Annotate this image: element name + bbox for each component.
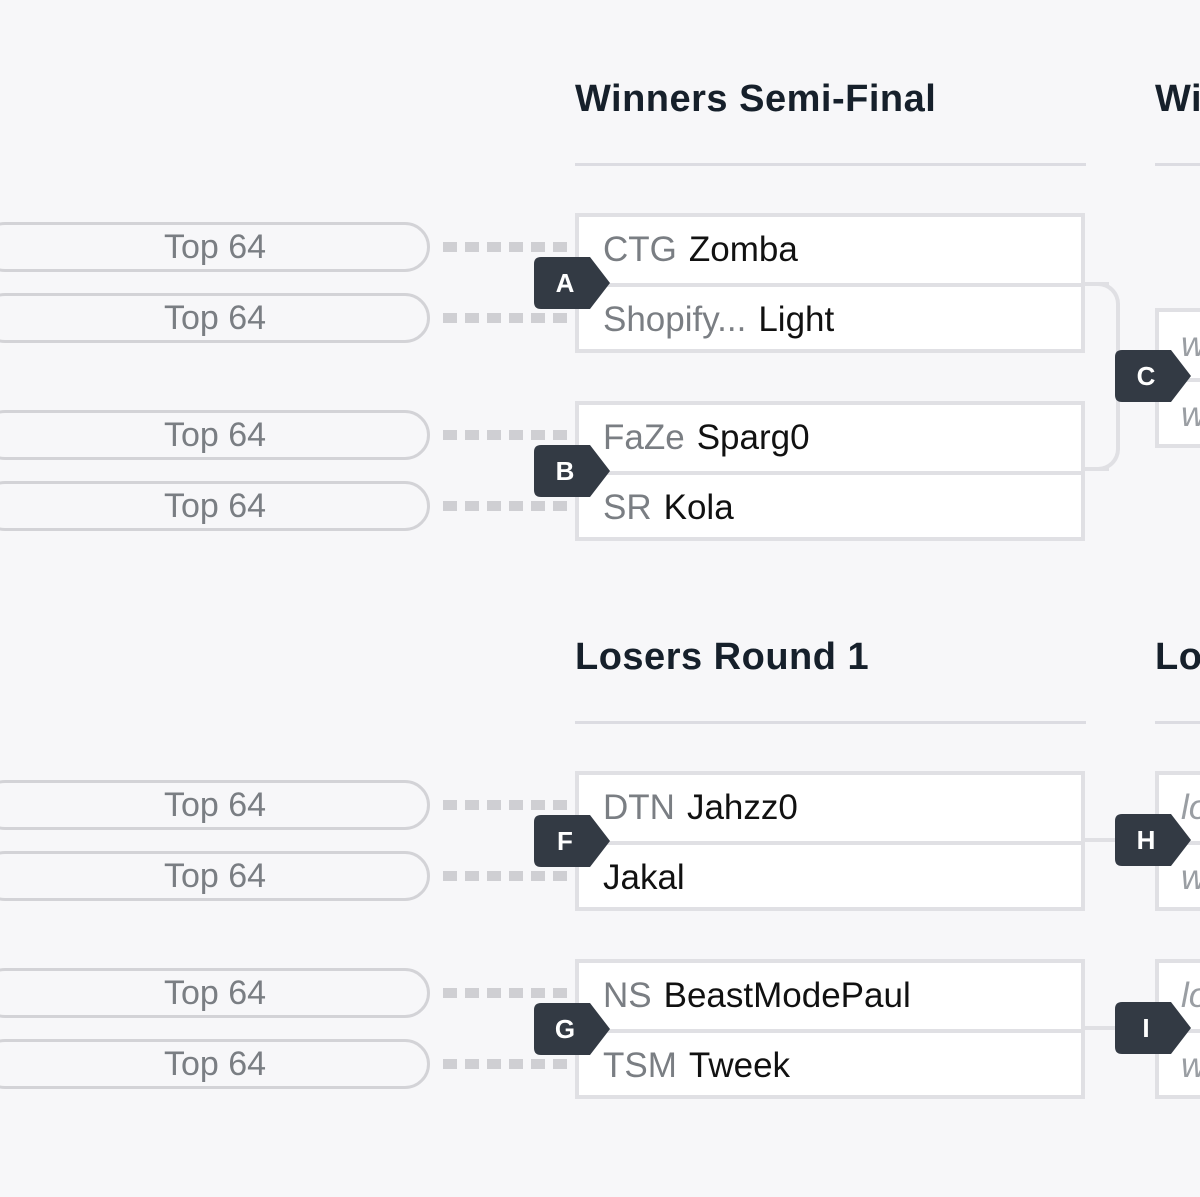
bracket-connector [1085,838,1125,842]
match-f[interactable]: DTN Jahzz0 Jakal [575,771,1085,911]
seed-pill[interactable]: Top 64 [0,293,430,343]
dashed-connector [443,313,571,323]
player-name: Sparg0 [696,418,810,457]
seed-pill[interactable]: Top 64 [0,968,430,1018]
dashed-connector [443,800,571,810]
placeholder-slot[interactable]: lo [1181,788,1200,827]
dashed-connector [443,988,571,998]
player-slot[interactable]: TSM Tweek [579,1033,1081,1099]
slot-divider [579,283,1081,287]
seed-pill[interactable]: Top 64 [0,410,430,460]
player-slot[interactable]: Jakal [579,845,1081,911]
player-name: Tweek [688,1046,791,1085]
match-id-badge[interactable]: C [1115,350,1191,402]
bracket-connector [1085,1026,1125,1030]
placeholder-slot[interactable]: w [1159,1033,1200,1099]
slot-divider [579,471,1081,475]
column-title-winners-final: Wi [1155,78,1200,120]
player-prefix: SR [603,488,652,527]
player-slot[interactable]: FaZe Sparg0 [579,405,1081,471]
player-slot[interactable]: DTN Jahzz0 [579,775,1081,841]
bracket-connector [1080,282,1120,471]
placeholder-slot[interactable]: w [1159,845,1200,911]
seed-pill[interactable]: Top 64 [0,851,430,901]
player-prefix: FaZe [603,418,685,457]
column-title-losers-round-2: Lo [1155,636,1200,678]
match-g[interactable]: NS BeastModePaul TSM Tweek [575,959,1085,1099]
dashed-connector [443,501,571,511]
placeholder-slot[interactable]: lo [1181,976,1200,1015]
match-id-label: I [1142,1012,1150,1043]
match-id-label: G [554,1013,576,1044]
badge-shape [534,257,610,309]
player-name: Kola [663,488,734,527]
player-slot[interactable]: Shopify... Light [579,287,1081,353]
badge-shape [534,445,610,497]
match-id-label: F [557,825,573,856]
badge-shape [534,815,610,867]
player-slot[interactable]: SR Kola [579,475,1081,541]
player-name: BeastModePaul [663,976,911,1015]
player-prefix: Shopify... [603,300,747,339]
seed-pill[interactable]: Top 64 [0,222,430,272]
dashed-connector [443,242,571,252]
dashed-connector [443,871,571,881]
badge-shape [1115,350,1191,402]
match-id-label: C [1136,360,1156,391]
column-divider [575,721,1086,724]
player-prefix: TSM [603,1046,677,1085]
placeholder-slot[interactable]: w [1159,382,1200,448]
match-id-label: B [555,455,575,486]
column-divider [575,163,1086,166]
player-slot[interactable]: CTG Zomba [579,217,1081,283]
player-prefix: NS [603,976,652,1015]
seed-pill[interactable]: Top 64 [0,481,430,531]
badge-shape [534,1003,610,1055]
player-name: Light [758,300,835,339]
column-divider [1155,163,1200,166]
match-id-badge[interactable]: H [1115,814,1191,866]
match-b[interactable]: FaZe Sparg0 SR Kola [575,401,1085,541]
slot-divider [579,1029,1081,1033]
dashed-connector [443,430,571,440]
seed-pill[interactable]: Top 64 [0,780,430,830]
match-id-label: A [555,267,575,298]
match-id-badge[interactable]: I [1115,1002,1191,1054]
column-divider [1155,721,1200,724]
match-id-badge[interactable]: B [534,445,610,497]
player-name: Jakal [603,858,685,897]
dashed-connector [443,1059,571,1069]
seed-pill[interactable]: Top 64 [0,1039,430,1089]
player-name: Zomba [688,230,798,269]
placeholder-slot[interactable]: w [1159,312,1200,378]
match-id-badge[interactable]: A [534,257,610,309]
match-id-badge[interactable]: G [534,1003,610,1055]
match-id-badge[interactable]: F [534,815,610,867]
badge-shape [1115,814,1191,866]
player-prefix: DTN [603,788,675,827]
player-prefix: CTG [603,230,677,269]
match-a[interactable]: CTG Zomba Shopify... Light [575,213,1085,353]
column-title-winners-semi-final: Winners Semi-Final [575,78,937,120]
player-slot[interactable]: NS BeastModePaul [579,963,1081,1029]
match-id-label: H [1136,824,1156,855]
player-name: Jahzz0 [686,788,798,827]
badge-shape [1115,1002,1191,1054]
slot-divider [579,841,1081,845]
column-title-losers-round-1: Losers Round 1 [575,636,870,678]
